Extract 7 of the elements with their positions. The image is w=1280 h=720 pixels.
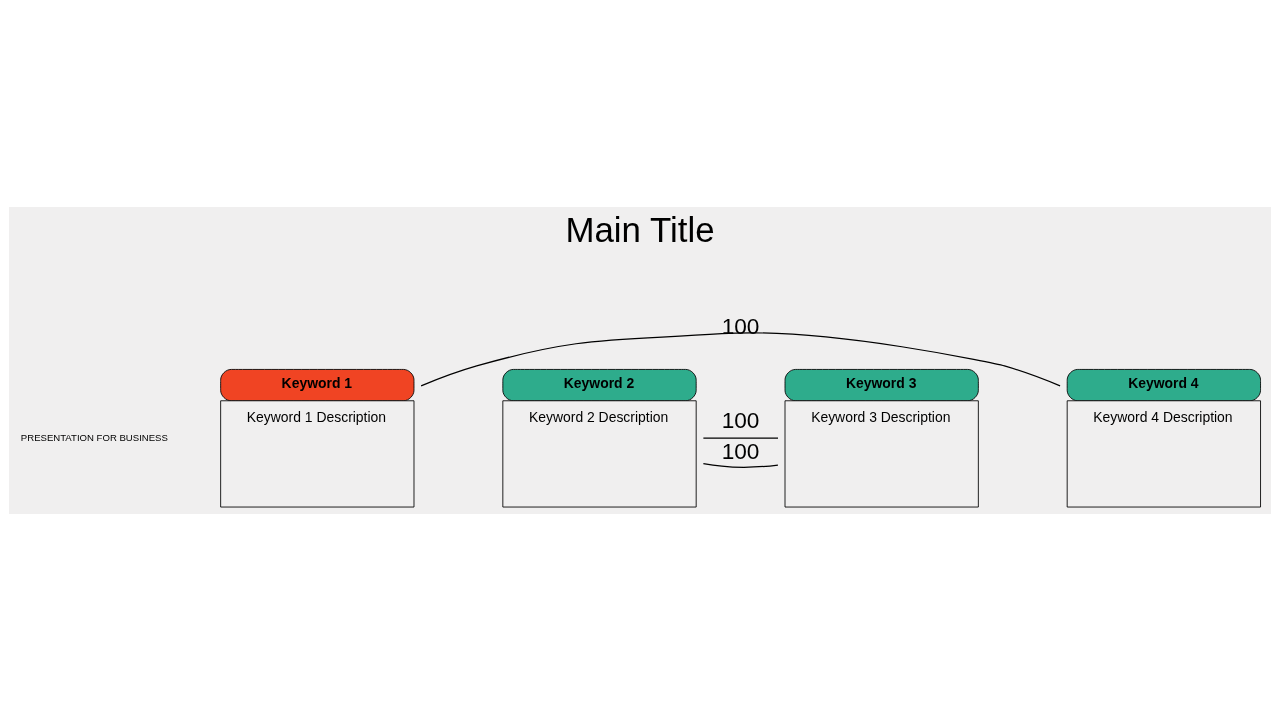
edge-label: 100 <box>721 313 760 339</box>
edge-label: 100 <box>721 407 760 433</box>
connector <box>702 437 779 439</box>
diagram-title: Main Title <box>565 209 715 249</box>
label: PRESENTATION FOR BUSINESS <box>20 431 168 443</box>
connector <box>702 462 779 468</box>
edge-label: 100 <box>721 438 760 464</box>
